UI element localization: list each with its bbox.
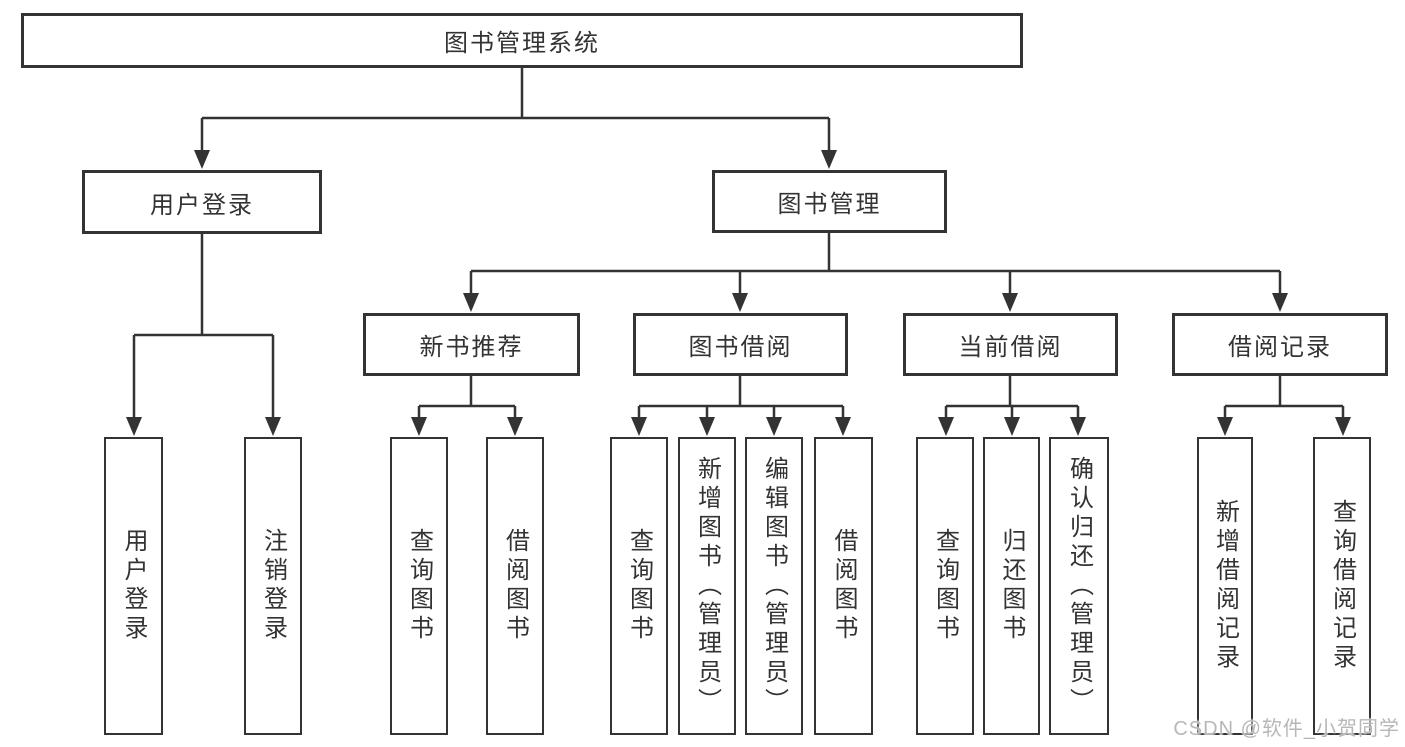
arrow-down-icon	[1217, 417, 1233, 436]
leaf-return-books: 归还图书	[983, 437, 1040, 735]
arrow-down-icon	[1004, 417, 1020, 436]
arrow-down-icon	[265, 417, 281, 436]
leaf-borrow-books-recommend: 借阅图书	[486, 437, 544, 735]
arrow-down-icon	[1002, 293, 1018, 312]
arrow-down-icon	[1070, 417, 1086, 436]
watermark: CSDN @软件_小贺同学	[1173, 718, 1400, 740]
arrow-down-icon	[463, 293, 479, 312]
node-user-login-branch: 用户登录	[82, 170, 322, 234]
arrow-down-icon	[194, 150, 210, 169]
node-current-borrow: 当前借阅	[903, 313, 1118, 376]
node-root-system: 图书管理系统	[21, 13, 1023, 68]
arrow-down-icon	[507, 417, 523, 436]
leaf-query-books-borrow: 查询图书	[610, 437, 668, 735]
arrow-down-icon	[126, 417, 142, 436]
leaf-add-books-admin: 新增图书（管理员）	[678, 437, 736, 735]
leaf-logout: 注销登录	[244, 437, 302, 735]
arrow-down-icon	[732, 293, 748, 312]
arrow-down-icon	[821, 150, 837, 169]
arrow-down-icon	[766, 417, 782, 436]
leaf-user-login: 用户登录	[104, 437, 163, 735]
arrow-down-icon	[1272, 293, 1288, 312]
leaf-query-borrow-record: 查询借阅记录	[1313, 437, 1371, 735]
node-borrow-records: 借阅记录	[1172, 313, 1388, 376]
arrow-down-icon	[835, 417, 851, 436]
leaf-confirm-return-admin: 确认归还（管理员）	[1049, 437, 1109, 735]
arrow-down-icon	[411, 417, 427, 436]
leaf-query-books-recommend: 查询图书	[390, 437, 448, 735]
arrow-down-icon	[1335, 417, 1351, 436]
node-book-management: 图书管理	[712, 170, 947, 233]
leaf-query-books-current: 查询图书	[916, 437, 974, 735]
node-new-book-recommend: 新书推荐	[363, 313, 580, 376]
leaf-add-borrow-record: 新增借阅记录	[1197, 437, 1253, 735]
node-book-borrow: 图书借阅	[633, 313, 848, 376]
arrow-down-icon	[938, 417, 954, 436]
arrowheads	[126, 150, 1351, 436]
arrow-down-icon	[631, 417, 647, 436]
leaf-edit-books-admin: 编辑图书（管理员）	[745, 437, 803, 735]
arrow-down-icon	[699, 417, 715, 436]
leaf-borrow-books: 借阅图书	[814, 437, 873, 735]
